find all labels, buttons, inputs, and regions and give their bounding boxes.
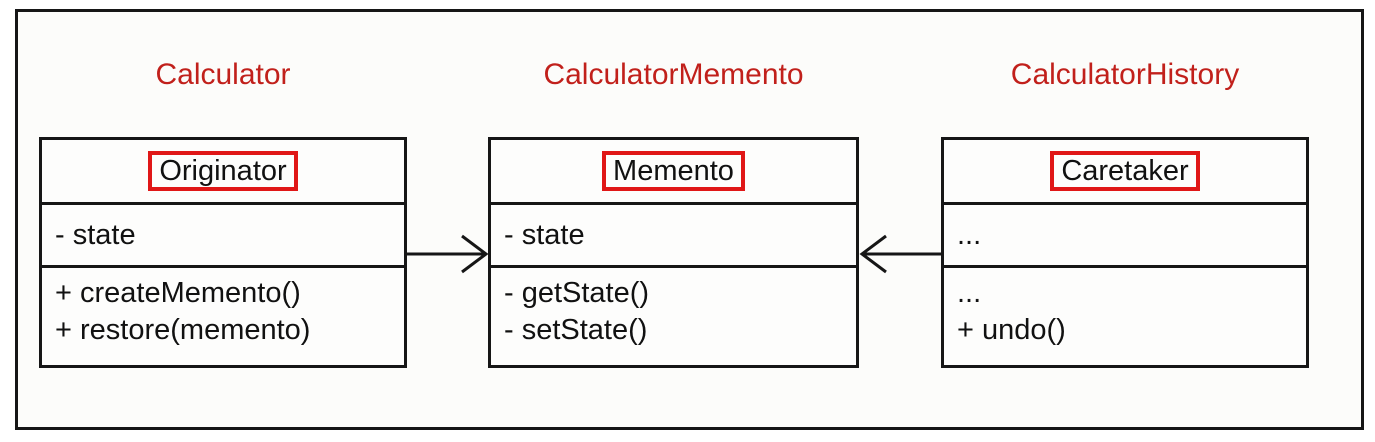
attribute-text: - state xyxy=(504,218,585,251)
class-name-label: CalculatorMemento xyxy=(543,58,804,91)
method-text: ... xyxy=(957,277,982,309)
role-compartment: Originator xyxy=(42,140,404,205)
attributes-compartment: - state xyxy=(491,205,856,268)
methods-compartment: ... + undo() xyxy=(944,268,1306,365)
class-name-label: CalculatorHistory xyxy=(1010,58,1240,91)
role-label-memento: Memento xyxy=(602,151,745,191)
method-text: + restore(memento) xyxy=(55,314,311,346)
class-calculator-memento: CalculatorMemento Memento - state - getS… xyxy=(488,0,859,442)
attributes-compartment: - state xyxy=(42,205,404,268)
method-text: - getState() xyxy=(504,277,650,309)
role-label-caretaker: Caretaker xyxy=(1050,151,1200,191)
role-label-originator: Originator xyxy=(148,151,298,191)
class-box-caretaker: Caretaker ... ... + undo() xyxy=(941,137,1309,368)
attribute-text: ... xyxy=(957,218,982,251)
method-text: + createMemento() xyxy=(55,277,301,309)
methods-compartment: + createMemento() + restore(memento) xyxy=(42,268,404,365)
attribute-text: - state xyxy=(55,218,136,251)
class-box-originator: Originator - state + createMemento() + r… xyxy=(39,137,407,368)
method-text: + undo() xyxy=(957,314,1066,346)
class-calculator: Calculator Originator - state + createMe… xyxy=(39,0,407,442)
role-compartment: Memento xyxy=(491,140,856,205)
methods-compartment: - getState() - setState() xyxy=(491,268,856,365)
attributes-compartment: ... xyxy=(944,205,1306,268)
class-name-label: Calculator xyxy=(155,58,291,91)
role-compartment: Caretaker xyxy=(944,140,1306,205)
class-calculator-history: CalculatorHistory Caretaker ... ... + un… xyxy=(941,0,1309,442)
method-text: - setState() xyxy=(504,314,648,346)
class-box-memento: Memento - state - getState() - setState(… xyxy=(488,137,859,368)
